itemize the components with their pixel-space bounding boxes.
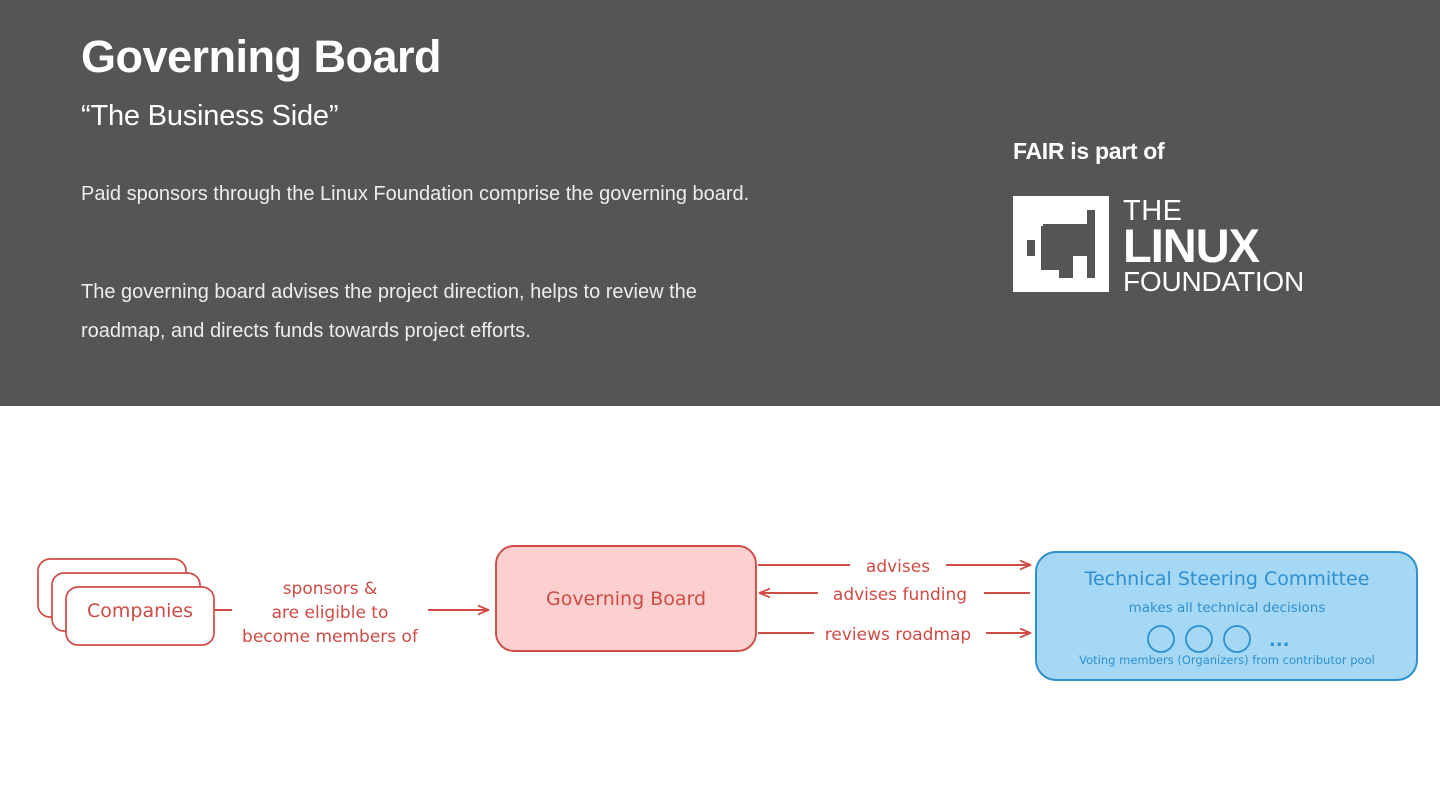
edge-companies-to-board: sponsors & are eligible to become member…	[214, 574, 488, 647]
edge-label-advises: advises	[866, 557, 930, 577]
node-governing-board[interactable]: Governing Board	[495, 545, 757, 652]
tsc-member-circle	[1185, 625, 1213, 653]
companies-card-front	[65, 586, 215, 646]
diagram-canvas: Companies sponsors & are eligible to bec…	[37, 545, 1418, 681]
node-companies[interactable]: Companies	[37, 558, 215, 646]
edge-label-advises-funding: advises funding	[833, 585, 967, 605]
edge-label-line-2: are eligible to	[272, 603, 389, 623]
logo-line-foundation: FOUNDATION	[1123, 266, 1305, 297]
header-band: Governing Board “The Business Side” Paid…	[0, 0, 1440, 406]
edge-board-advises-tsc: advises	[758, 552, 1030, 578]
fair-is-part-of-label: FAIR is part of	[1013, 138, 1165, 164]
governing-board-label: Governing Board	[546, 588, 706, 610]
tsc-subtitle: makes all technical decisions	[1129, 600, 1326, 616]
linux-foundation-mark-icon	[1013, 196, 1109, 292]
edge-label-backdrop	[814, 620, 986, 646]
edge-label-reviews-roadmap: reviews roadmap	[825, 625, 971, 645]
linux-foundation-logo: THE LINUX FOUNDATION	[1013, 196, 1304, 296]
tsc-box	[1035, 551, 1418, 681]
tsc-title: Technical Steering Committee	[1084, 568, 1370, 590]
tsc-members-ellipsis: ...	[1269, 630, 1290, 651]
edge-label-backdrop	[818, 580, 984, 606]
tsc-member-circle	[1223, 625, 1251, 653]
body-paragraph-1: Paid sponsors through the Linux Foundati…	[81, 183, 750, 205]
logo-line-linux: LINUX	[1123, 219, 1260, 272]
edge-board-reviews-roadmap: reviews roadmap	[758, 620, 1030, 646]
edge-tsc-advises-funding: advises funding	[760, 580, 1030, 606]
tsc-member-circle	[1147, 625, 1175, 653]
edge-label-line-3: become members of	[242, 627, 419, 647]
page-subtitle: “The Business Side”	[81, 100, 339, 132]
page-title: Governing Board	[81, 31, 442, 82]
edge-label-line-1: sponsors &	[283, 579, 378, 599]
edge-label-backdrop	[850, 552, 946, 578]
node-technical-steering-committee[interactable]: Technical Steering Committee makes all t…	[1035, 551, 1418, 681]
tsc-footer: Voting members (Organizers) from contrib…	[1079, 653, 1375, 667]
companies-label: Companies	[87, 600, 193, 622]
governance-diagram: Companies sponsors & are eligible to bec…	[0, 406, 1440, 810]
linux-foundation-wordmark: THE LINUX FOUNDATION	[1123, 195, 1308, 297]
edge-label-backdrop	[232, 574, 428, 646]
body-paragraph-2: The governing board advises the project …	[81, 281, 697, 342]
logo-line-the: THE	[1123, 195, 1183, 227]
governing-board-box	[495, 545, 757, 652]
